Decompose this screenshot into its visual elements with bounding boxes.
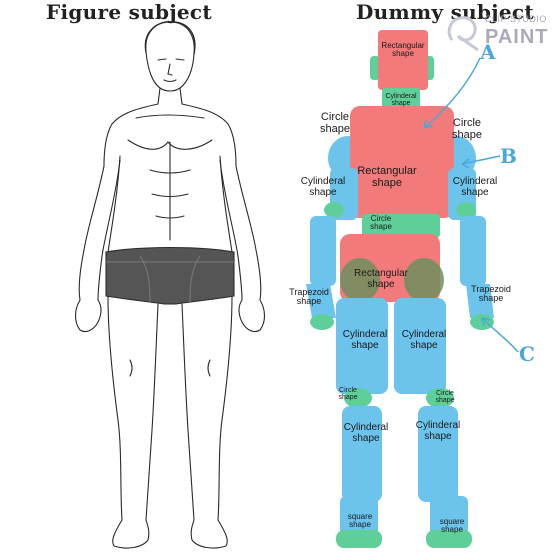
figure-shorts (105, 246, 235, 305)
pointer-c-line (481, 317, 519, 353)
pointer-b-letter: B (500, 144, 517, 168)
dummy-shin-right (418, 406, 458, 502)
figure-head (145, 21, 195, 92)
figure-right-arm (219, 159, 262, 301)
pointer-arrows (423, 57, 519, 353)
dummy-knee-left (344, 388, 372, 408)
logo-text-big: PAINT (485, 26, 549, 48)
figure-subject-title: Figure subject (46, 0, 212, 24)
dummy-hip-left (340, 258, 380, 302)
dummy-waist (362, 214, 440, 238)
logo-text-small: CLIP STUDIO (485, 14, 547, 24)
dummy-subject-title: Dummy subject (356, 0, 534, 24)
dummy-thigh-right (394, 298, 446, 394)
figure-neck (157, 87, 183, 105)
dummy-forearm-right (460, 216, 486, 286)
figure-left-arm (78, 159, 121, 301)
dummy-knee-right (426, 388, 454, 408)
dummy-figure (306, 30, 494, 548)
dummy-head (378, 30, 428, 90)
figure-left-foot (112, 519, 150, 549)
dummy-thigh-left (336, 298, 388, 394)
pointer-b-line (461, 155, 501, 165)
figure-left-leg (107, 295, 159, 521)
dummy-neck (382, 88, 420, 108)
figure-hair (144, 21, 196, 55)
figure-line-art (74, 21, 266, 549)
dummy-shin-left (342, 406, 382, 502)
clip-studio-logo-icon (447, 16, 479, 52)
figure-right-foot (190, 519, 228, 549)
dummy-foot-right (430, 496, 468, 536)
pointer-a-line (423, 57, 481, 129)
figure-right-leg (181, 295, 233, 521)
figure-torso (103, 103, 237, 167)
figure-left-hand (74, 299, 102, 333)
dummy-forearm-left (310, 216, 336, 286)
dummy-hand-right (466, 284, 494, 318)
dummy-hand-left (306, 284, 336, 318)
dummy-torso (350, 106, 454, 218)
pointer-c-letter: C (519, 342, 535, 366)
dummy-elbow-right (456, 202, 476, 218)
dummy-hip-right (404, 258, 444, 302)
dummy-elbow-left (324, 202, 344, 218)
dummy-ear-left (370, 56, 380, 80)
dummy-foot-left (340, 496, 378, 536)
figure-right-hand (238, 299, 266, 333)
pointer-a-letter: A (480, 40, 496, 64)
